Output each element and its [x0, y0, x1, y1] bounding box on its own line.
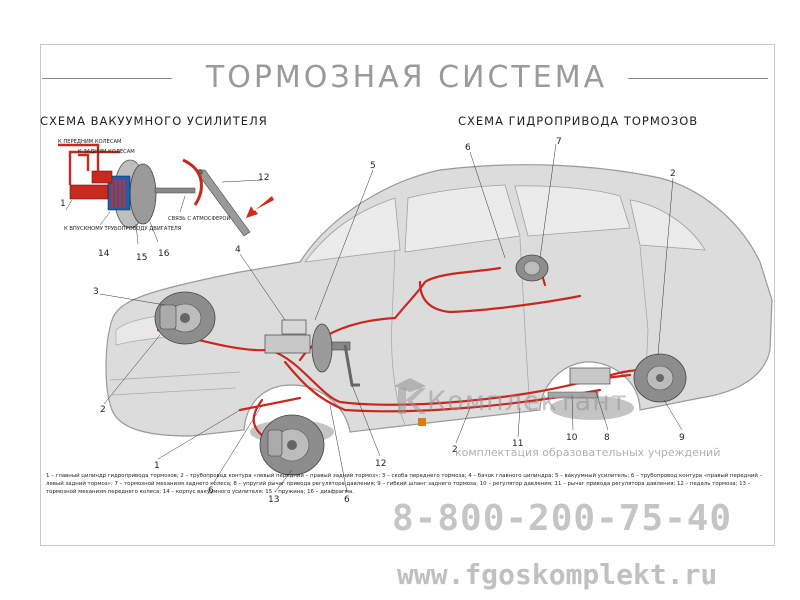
subtitle-hydraulic-scheme: СХЕМА ГИДРОПРИВОДА ТОРМОЗОВ	[458, 114, 699, 128]
rear-side-window	[514, 185, 631, 237]
callout-12-small: 12	[258, 173, 269, 183]
vacuum-hose	[182, 158, 203, 206]
label-atmosphere: СВЯЗЬ С АТМОСФЕРОЙ	[168, 215, 230, 222]
windshield	[304, 197, 401, 263]
front-right-brake-disc	[259, 414, 325, 476]
watermark-phone: 8-800-200-75-40	[392, 498, 733, 539]
rear-right-brake-drum	[633, 353, 687, 403]
line-rear-wheels	[68, 150, 120, 185]
label-front-wheels: К ПЕРЕДНИМ КОЛЕСАМ	[58, 139, 121, 145]
line-to-rear	[298, 266, 502, 362]
booster-diaphragm	[129, 163, 157, 225]
callout-4: 4	[235, 245, 241, 255]
pressure-regulator	[547, 367, 611, 399]
callout-2-mid: 2	[452, 445, 458, 455]
pedal-lever-small	[194, 169, 251, 237]
callout-6-top: 6	[465, 143, 471, 153]
callout-10: 10	[566, 433, 578, 443]
callout-13: 13	[268, 495, 279, 505]
label-rear-wheels: К ЗАДНИМ КОЛЕСАМ	[78, 149, 135, 155]
legend-text: 1 – главный цилиндр гидропривода тормозо…	[46, 473, 763, 495]
pushrod	[154, 187, 196, 194]
callout-12: 12	[375, 459, 386, 469]
master-cylinder-small	[69, 184, 109, 200]
callout-7: 7	[556, 137, 562, 147]
force-arrow	[246, 196, 274, 218]
subtitle-vacuum-scheme: СХЕМА ВАКУУМНОГО УСИЛИТЕЛЯ	[40, 114, 268, 128]
watermark-url: www.fgoskomplekt.ru	[397, 558, 718, 591]
callout-1-small: 1	[60, 199, 66, 209]
watermark-tagline: комплектация образовательных учреждений	[455, 446, 721, 459]
title-rule-left	[42, 78, 172, 79]
poster-title: ТОРМОЗНАЯ СИСТЕМА	[205, 60, 608, 95]
reservoir-small	[91, 170, 113, 184]
callout-11: 11	[512, 439, 523, 449]
callout-6-left: 6	[208, 486, 214, 496]
label-intake: К ВПУСКНОМУ ТРУБОПРОВОДУ ДВИГАТЕЛЯ	[64, 226, 182, 232]
callout-9: 9	[679, 433, 685, 443]
front-side-window	[404, 184, 521, 253]
front-left-brake-disc	[154, 291, 216, 345]
callout-3: 3	[93, 287, 99, 297]
callout-1: 1	[154, 461, 160, 471]
callout-15: 15	[136, 253, 147, 263]
rear-left-brake-drum	[515, 254, 549, 282]
callout-16: 16	[158, 249, 170, 259]
line-front-wheels	[58, 143, 100, 171]
car-body	[105, 164, 773, 444]
rear-quarter-window	[629, 199, 706, 251]
booster-spring	[111, 180, 125, 208]
callout-6-bottom: 6	[344, 495, 350, 505]
title-rule-right	[628, 78, 768, 79]
callout-2-left: 2	[100, 405, 106, 415]
watermark-brand: Комплектант	[427, 386, 628, 417]
callout-8: 8	[604, 433, 610, 443]
callout-5: 5	[370, 161, 376, 171]
vacuum-booster-scheme	[58, 143, 274, 245]
master-cylinder-and-booster	[264, 319, 360, 387]
komplektant-logo-icon	[394, 378, 426, 426]
callout-14: 14	[98, 249, 110, 259]
callout-2-right: 2	[670, 169, 676, 179]
